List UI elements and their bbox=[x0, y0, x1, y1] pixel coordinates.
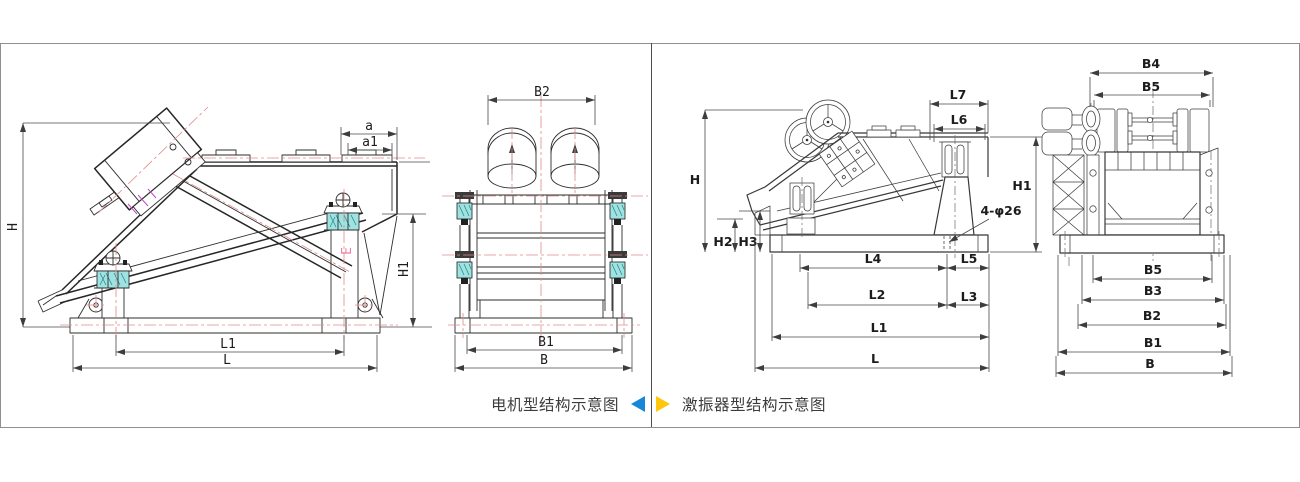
exciter-structure-diagram: H L7 L6 H1 H2 H3 4-φ26 L4 L5 L2 bbox=[690, 56, 1233, 377]
dim-label-L2: L2 bbox=[869, 287, 886, 302]
dim-label-L6: L6 bbox=[951, 112, 968, 127]
spring-assembly bbox=[93, 250, 133, 289]
drive-beam bbox=[169, 170, 353, 279]
dimensions: B4 B5 B5 B3 B2 B1 B bbox=[1055, 56, 1233, 377]
deck-top bbox=[190, 161, 397, 167]
caption-exciter-type: 激振器型结构示意图 bbox=[656, 394, 826, 414]
dim-label-B5-bottom: B5 bbox=[1144, 262, 1162, 277]
support-column bbox=[330, 229, 359, 319]
motor-cylinder bbox=[93, 107, 206, 217]
motor-structure-diagram: H a a1 H1 E L1 L bbox=[6, 85, 648, 372]
dim-label-H: H bbox=[690, 172, 700, 187]
dimensions: H L7 L6 H1 H2 H3 4-φ26 L4 L5 L2 bbox=[690, 87, 1042, 372]
motor-pair bbox=[487, 127, 600, 189]
dim-label-B2: B2 bbox=[1143, 308, 1161, 323]
base-frame bbox=[69, 317, 381, 334]
dim-label-L1: L1 bbox=[220, 337, 236, 352]
dim-label-B5-top: B5 bbox=[1142, 79, 1160, 94]
dim-label-L3: L3 bbox=[961, 289, 978, 304]
base-slab bbox=[769, 234, 989, 253]
dimensions: H a a1 H1 E L1 L bbox=[6, 119, 430, 372]
dim-label-L7: L7 bbox=[950, 87, 967, 102]
dim-label-a: a bbox=[365, 119, 373, 134]
dim-label-a1: a1 bbox=[362, 135, 378, 150]
lattice-tower bbox=[1052, 154, 1100, 236]
caption-motor-type: 电机型结构示意图 bbox=[0, 394, 645, 414]
dim-label-L: L bbox=[871, 351, 879, 366]
base-slab bbox=[1059, 234, 1225, 254]
dim-label-H1: H1 bbox=[397, 261, 412, 277]
dim-label-B2: B2 bbox=[534, 85, 550, 100]
dim-label-L1: L1 bbox=[871, 320, 888, 335]
motor-and-pulleys bbox=[1041, 105, 1101, 157]
dim-label-bolt-holes: 4-φ26 bbox=[980, 203, 1021, 218]
dim-label-L: L bbox=[223, 353, 231, 368]
spring-assembly bbox=[323, 192, 363, 231]
dim-label-B: B bbox=[1145, 356, 1155, 371]
support-column bbox=[101, 287, 125, 319]
dim-label-H: H bbox=[6, 223, 21, 231]
panel-divider bbox=[651, 43, 652, 427]
caption-exciter-type-label: 激振器型结构示意图 bbox=[682, 397, 827, 414]
dim-label-B: B bbox=[540, 353, 548, 368]
dim-label-H1: H1 bbox=[1012, 178, 1031, 193]
motor-front-view: B2 B1 B bbox=[442, 85, 648, 372]
dim-label-B1: B1 bbox=[1144, 335, 1162, 350]
side-springs bbox=[455, 192, 627, 318]
caption-motor-type-label: 电机型结构示意图 bbox=[490, 397, 619, 414]
dim-label-H2: H2 bbox=[713, 234, 732, 249]
next-arrow-icon[interactable] bbox=[656, 396, 670, 412]
prev-arrow-icon[interactable] bbox=[631, 396, 645, 412]
exciter-side-view: H L7 L6 H1 H2 H3 4-φ26 L4 L5 L2 bbox=[690, 87, 1042, 372]
screen-body bbox=[1104, 147, 1219, 236]
spring-pack bbox=[786, 182, 816, 235]
dim-label-L4: L4 bbox=[865, 251, 882, 266]
motor-side-view: H a a1 H1 E L1 L bbox=[6, 106, 430, 372]
dim-label-B3: B3 bbox=[1144, 283, 1162, 298]
dim-label-L5: L5 bbox=[961, 251, 978, 266]
exciter-shaft-assembly bbox=[1096, 108, 1210, 153]
exciter-front-view: B4 B5 B5 B3 B2 B1 B bbox=[1041, 56, 1233, 377]
dim-label-B1: B1 bbox=[538, 335, 554, 350]
exciter-unit bbox=[818, 130, 876, 188]
dim-label-H3: H3 bbox=[738, 234, 757, 249]
dimensions: B2 B1 B bbox=[454, 85, 633, 372]
dim-label-B4: B4 bbox=[1142, 56, 1161, 71]
dim-label-E: E bbox=[340, 247, 355, 255]
